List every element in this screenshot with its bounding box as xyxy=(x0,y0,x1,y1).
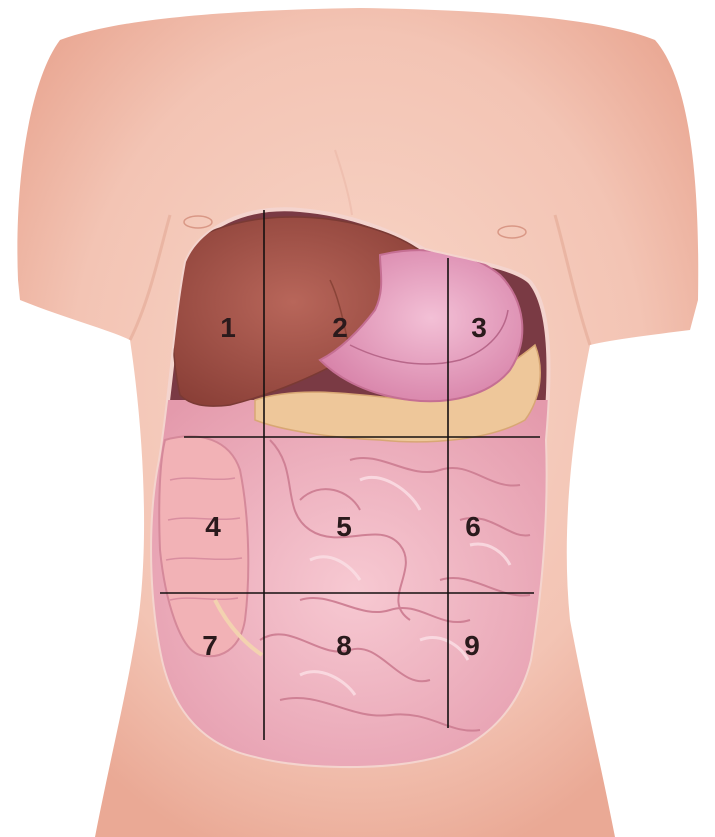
region-label-4: 4 xyxy=(205,511,221,542)
region-label-8: 8 xyxy=(336,630,352,661)
abdominal-cavity xyxy=(150,209,560,780)
region-label-6: 6 xyxy=(465,511,481,542)
region-label-7: 7 xyxy=(202,630,218,661)
region-label-3: 3 xyxy=(471,312,487,343)
region-label-9: 9 xyxy=(464,630,480,661)
region-label-1: 1 xyxy=(220,312,236,343)
region-label-2: 2 xyxy=(332,312,348,343)
region-label-5: 5 xyxy=(336,511,352,542)
